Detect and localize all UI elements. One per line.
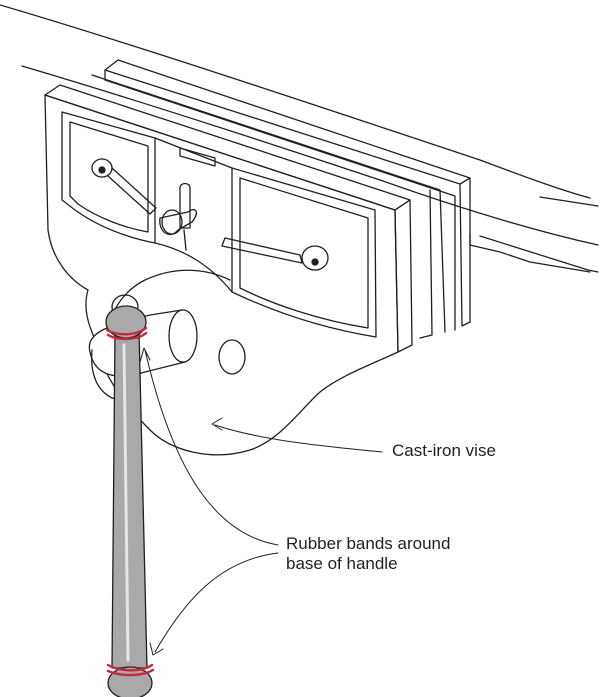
bench-front-edge — [21, 65, 599, 246]
workbench — [0, 4, 599, 273]
lever-pivot-right — [301, 245, 329, 271]
leader-vise — [214, 424, 383, 453]
lever-arm-left — [107, 167, 157, 215]
handle-bottom-knob — [107, 666, 153, 697]
arrow-bands-bottom — [149, 642, 164, 656]
rear-jaw-top — [104, 59, 471, 185]
arrow-bands-top — [139, 347, 151, 363]
left-recess-panel — [61, 111, 156, 244]
t-bolt-wing — [159, 208, 197, 235]
left-recess-inner — [69, 121, 149, 233]
t-bolt-shaft — [179, 182, 191, 229]
rear-jaw-assembly — [91, 59, 471, 339]
callout-cast-iron-vise: Cast-iron vise — [392, 441, 496, 461]
bench-apron-shadow — [469, 244, 591, 273]
rear-jaw-face — [459, 177, 471, 327]
rubber-band-bottom-1 — [106, 663, 154, 672]
screw-lever-right — [221, 237, 329, 271]
wood-face-3 — [419, 189, 433, 339]
leader-bands-top — [144, 349, 279, 546]
rubber-bands — [105, 326, 155, 677]
callout-bands-line-1: Rubber bands around — [286, 534, 451, 553]
handle-hub — [88, 294, 198, 400]
front-jaw — [44, 84, 413, 456]
wood-face-1 — [104, 69, 456, 331]
callout-rubber-bands: Rubber bands around base of handle — [286, 534, 450, 574]
front-jaw-top — [44, 84, 411, 211]
hub-end — [168, 309, 198, 363]
lever-arm-right — [221, 237, 303, 264]
leader-lines — [139, 347, 383, 656]
bench-underside-edge — [469, 233, 599, 273]
handle-shaft — [111, 329, 148, 669]
rubber-band-top-1 — [105, 326, 148, 336]
center-rib — [154, 137, 233, 293]
wood-face-2 — [91, 74, 446, 333]
rubber-band-top-2 — [106, 331, 148, 341]
front-jaw-face-outline — [44, 94, 399, 456]
right-recess-panel — [231, 167, 377, 338]
callout-vise-text: Cast-iron vise — [392, 441, 496, 460]
center-slot — [179, 147, 216, 167]
screw-hole — [218, 339, 246, 375]
rubber-band-bottom-2 — [106, 668, 155, 677]
leader-bands-bottom — [154, 552, 279, 653]
right-recess-inner — [239, 177, 369, 329]
arrow-vise — [211, 417, 223, 431]
quick-release-lever — [91, 158, 157, 215]
bench-top-edge — [0, 4, 591, 199]
callout-bands-line-2: base of handle — [286, 554, 398, 573]
bench-shadow-line — [539, 196, 599, 207]
t-bolt-head — [161, 209, 183, 235]
t-bolt — [159, 182, 197, 251]
